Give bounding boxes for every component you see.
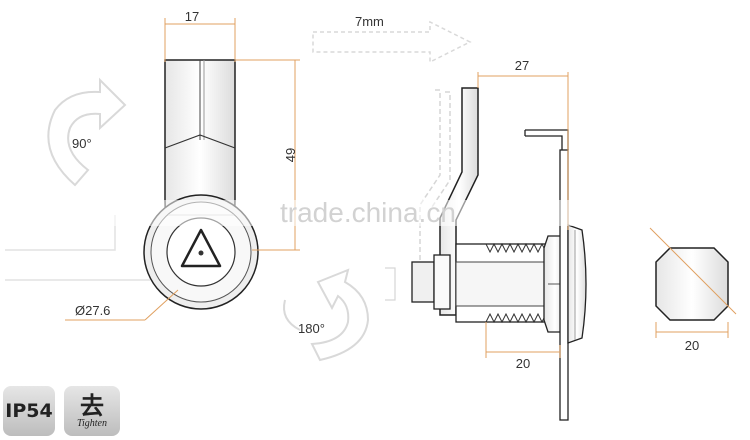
front-view: 17 49 Ø27.6 90° 180° <box>5 9 370 362</box>
dim-height: 49 <box>283 148 298 162</box>
dim-width-side: 27 <box>515 58 529 73</box>
tighten-label: Tighten <box>76 417 107 429</box>
offset-indicator: 7mm <box>312 14 472 64</box>
dim-diameter: Ø27.6 <box>75 303 110 318</box>
triangle-key-slot <box>180 228 222 268</box>
angle-90: 90° <box>72 136 92 151</box>
dim-thread-length: 20 <box>516 356 530 371</box>
dim-width-top: 17 <box>185 9 199 24</box>
watermark: trade.china.cn <box>280 197 456 228</box>
ip-rating-badge: IP54 <box>3 386 55 436</box>
angle-180: 180° <box>298 321 325 336</box>
rotate-arrow-icon <box>47 77 127 187</box>
key-profile: 20 <box>649 227 737 353</box>
tighten-badge: 去 Tighten <box>64 386 120 436</box>
dim-hex-size: 20 <box>685 338 699 353</box>
rotate-arrow-icon <box>310 268 370 362</box>
side-view: 27 20 <box>385 58 587 421</box>
tighten-icon: 去 <box>80 390 104 420</box>
dim-offset: 7mm <box>355 14 384 29</box>
ip-rating-label: IP54 <box>5 400 53 422</box>
right-arrow-icon <box>312 20 472 64</box>
